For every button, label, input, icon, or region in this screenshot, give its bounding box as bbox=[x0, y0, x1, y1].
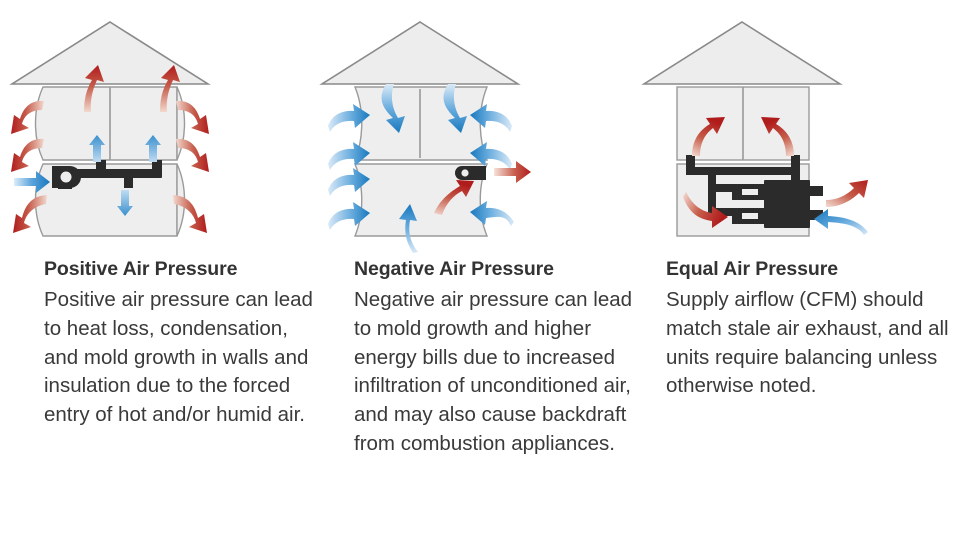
text-block-equal: Equal Air Pressure Supply airflow (CFM) … bbox=[666, 258, 956, 401]
house-roof bbox=[9, 21, 211, 85]
heading-equal-air-pressure: Equal Air Pressure bbox=[666, 258, 838, 280]
panel-negative-air-pressure: Negative Air Pressure Negative air press… bbox=[310, 0, 640, 551]
heading-negative-air-pressure: Negative Air Pressure bbox=[354, 258, 554, 280]
diagram-positive-pressure-house bbox=[0, 14, 330, 254]
arrow-red-supply-lower bbox=[683, 192, 728, 228]
text-block-negative: Negative Air Pressure Negative air press… bbox=[354, 258, 634, 459]
arrows-red-backdraft bbox=[434, 161, 531, 215]
text-block-positive: Positive Air Pressure Positive air press… bbox=[44, 258, 314, 430]
arrow-blue-intake bbox=[14, 171, 50, 193]
body-equal-air-pressure: Supply airflow (CFM) should match stale … bbox=[666, 288, 949, 398]
arrows-blue-inward bbox=[328, 84, 514, 253]
diagram-equal-pressure-house bbox=[620, 14, 980, 254]
panel-positive-air-pressure: Positive Air Pressure Positive air press… bbox=[0, 0, 330, 551]
body-positive-air-pressure: Positive air pressure can lead to heat l… bbox=[44, 288, 313, 427]
exhaust-fan-unit bbox=[455, 166, 486, 180]
heading-positive-air-pressure: Positive Air Pressure bbox=[44, 258, 238, 280]
heat-recovery-ventilator-unit bbox=[686, 155, 823, 228]
arrows-red-stale-return bbox=[692, 117, 794, 156]
arrows-red-outward bbox=[11, 65, 209, 233]
panel-equal-air-pressure: Equal Air Pressure Supply airflow (CFM) … bbox=[620, 0, 980, 551]
house-upper-floor bbox=[353, 86, 489, 161]
house-roof bbox=[319, 21, 521, 85]
arrows-outdoor-exchange bbox=[814, 180, 868, 235]
supply-air-handler-duct bbox=[52, 160, 162, 189]
diagram-negative-pressure-house bbox=[310, 14, 640, 254]
house-roof bbox=[641, 21, 843, 85]
body-negative-air-pressure: Negative air pressure can lead to mold g… bbox=[354, 288, 633, 455]
arrows-blue-supply-up bbox=[89, 135, 161, 216]
